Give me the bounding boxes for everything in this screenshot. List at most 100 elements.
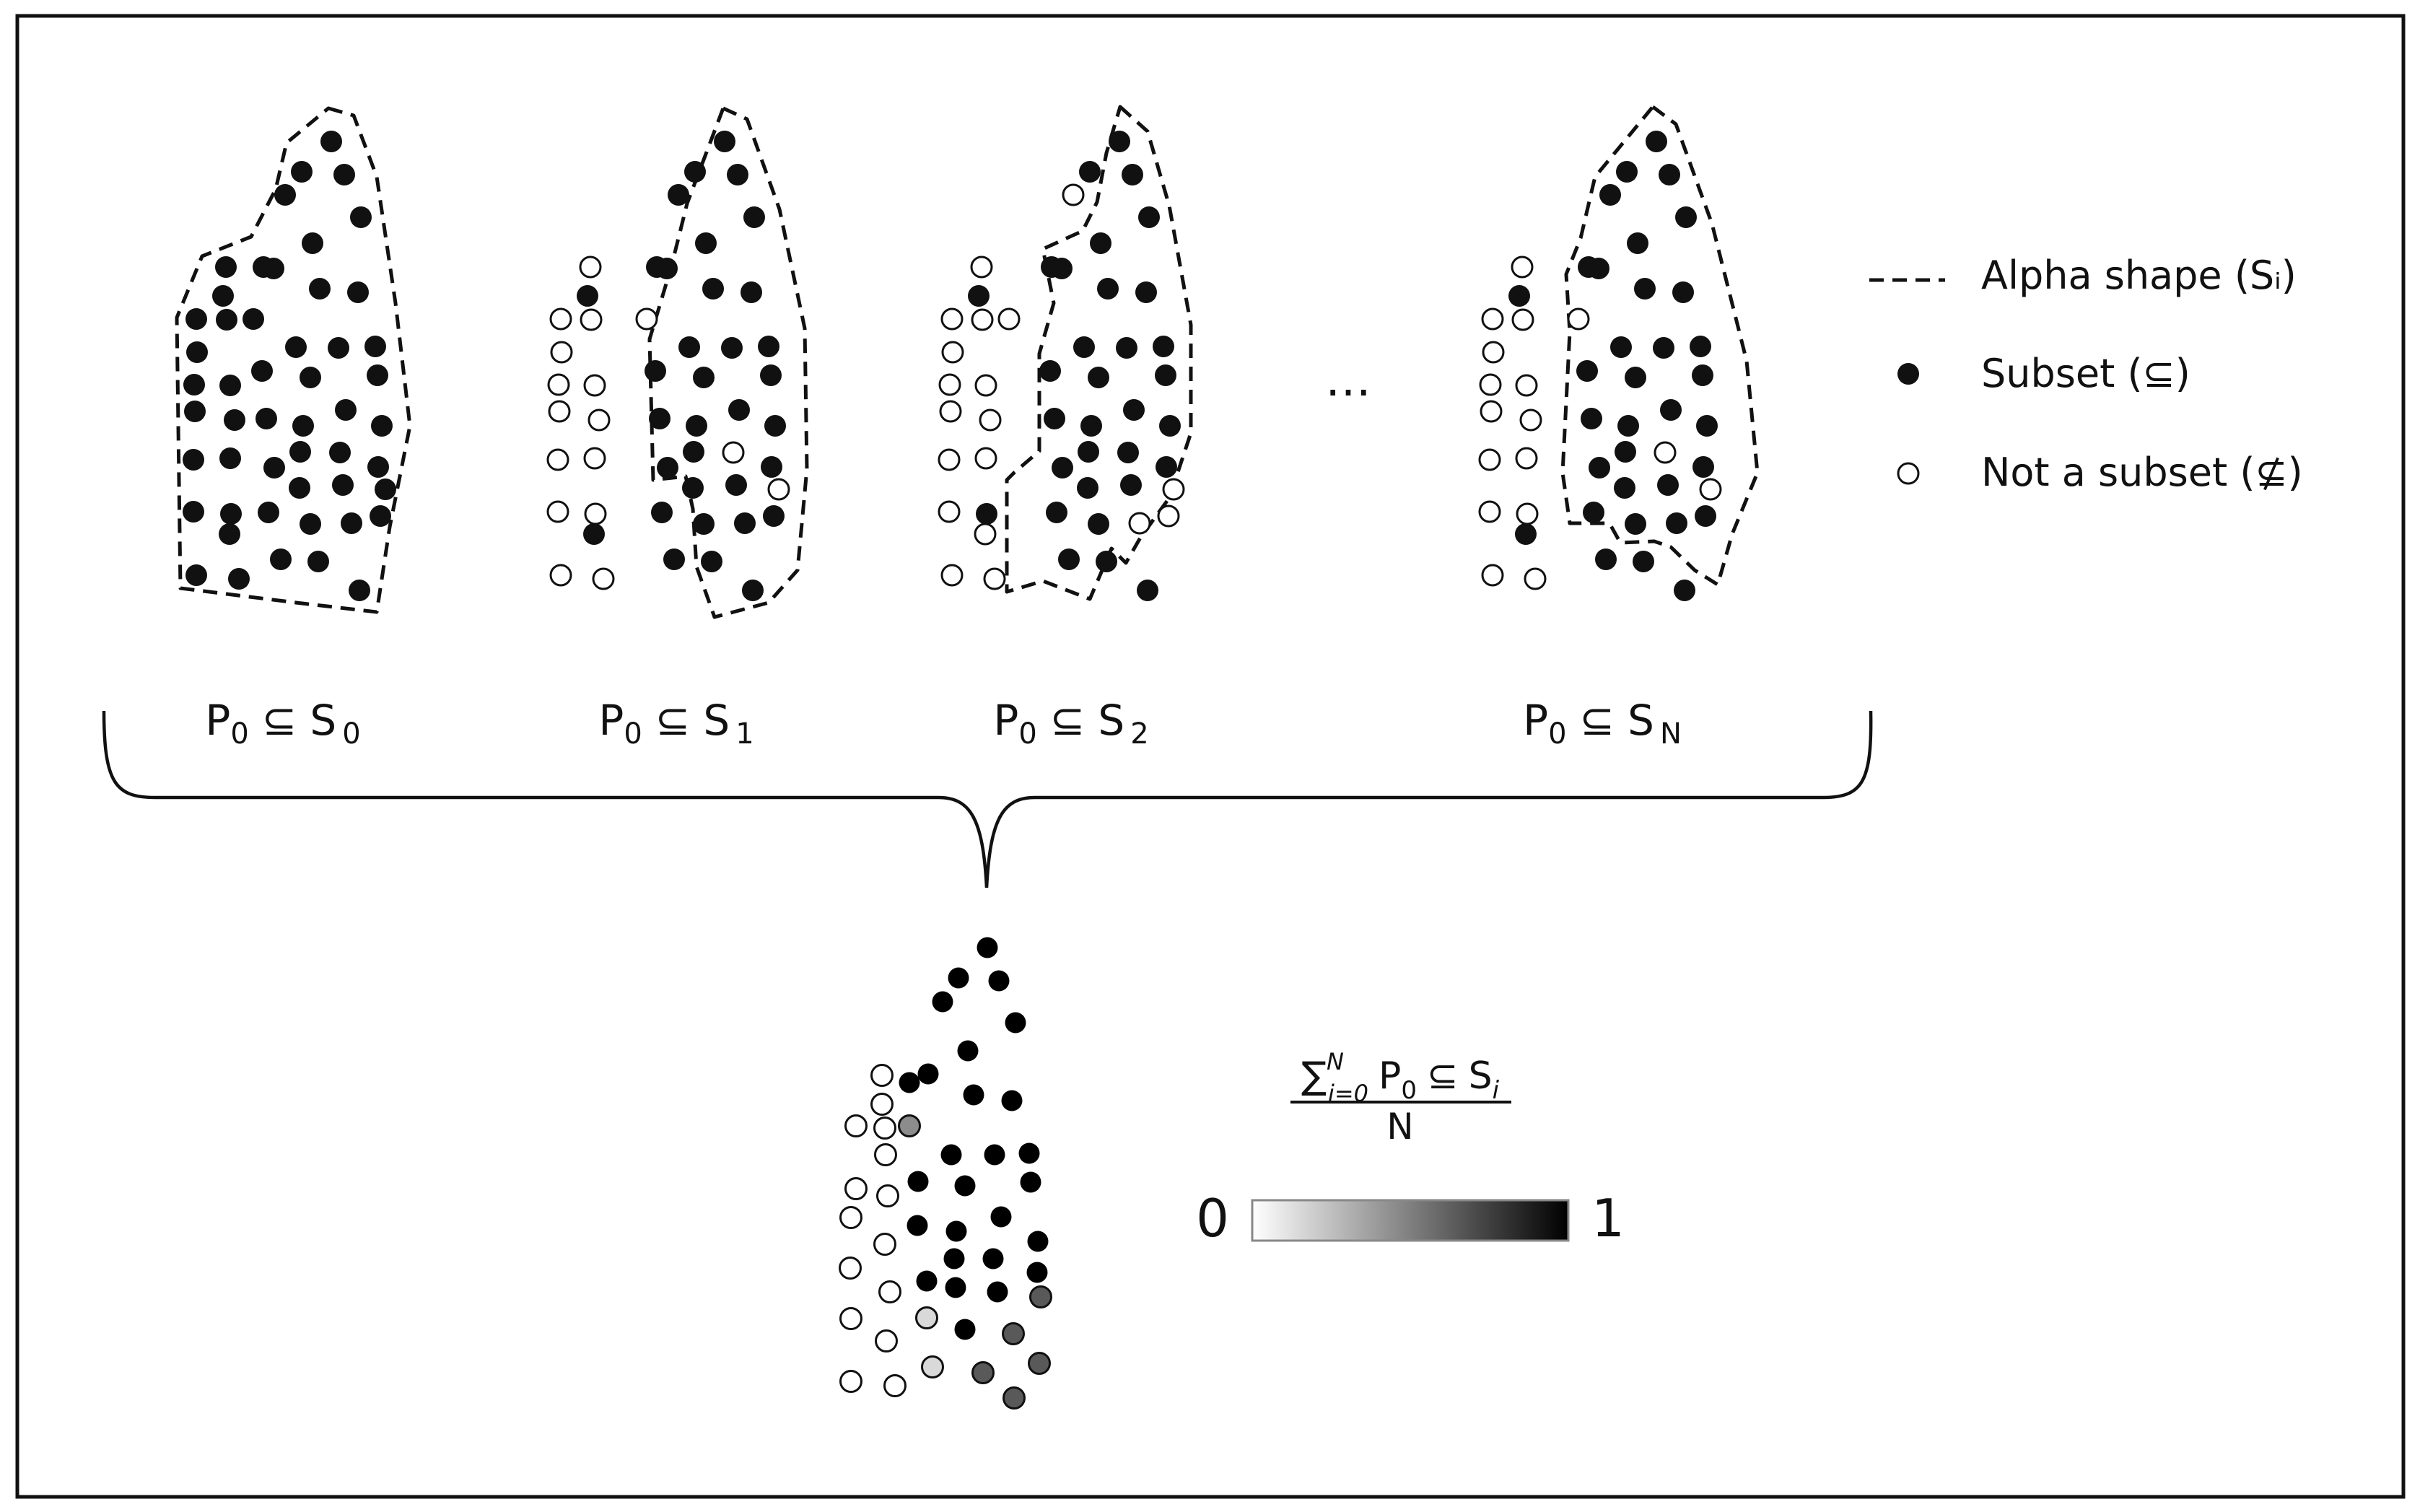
result-point xyxy=(1018,1142,1040,1164)
subset-point xyxy=(1617,415,1639,437)
subset-point xyxy=(320,131,342,152)
alpha-shape-outline xyxy=(647,106,809,619)
subset-point xyxy=(686,415,707,437)
subset-point xyxy=(760,364,782,386)
panel-sn xyxy=(1478,105,1760,601)
subset-point xyxy=(1155,364,1176,386)
subset-point xyxy=(1695,505,1716,527)
subset-point xyxy=(727,164,748,185)
subset-point xyxy=(375,478,396,500)
result-point xyxy=(987,1281,1008,1303)
not-subset-point xyxy=(1162,478,1185,501)
subset-point xyxy=(1614,477,1635,499)
not-subset-point xyxy=(580,308,603,331)
subset-point xyxy=(1080,415,1102,437)
not-subset-point xyxy=(997,307,1021,331)
subset-point xyxy=(741,281,762,303)
subset-point xyxy=(1109,131,1130,152)
subset-point xyxy=(1138,206,1160,228)
subset-point xyxy=(1610,336,1632,358)
subset-point xyxy=(1117,442,1139,463)
not-subset-point xyxy=(1479,373,1502,396)
result-point xyxy=(1001,1090,1023,1111)
result-point-cloud xyxy=(839,937,1052,1410)
not-subset-point xyxy=(938,373,961,396)
legend-not-subset-label: Not a subset (⊈) xyxy=(1981,450,2303,495)
result-point xyxy=(921,1355,944,1378)
subset-point xyxy=(1097,278,1119,300)
not-subset-point xyxy=(974,447,997,470)
result-point xyxy=(873,1116,896,1140)
subset-point xyxy=(1615,441,1636,463)
legend-subset-label: Subset (⊆) xyxy=(1981,351,2190,396)
subset-point xyxy=(263,258,284,279)
not-subset-point xyxy=(938,448,961,471)
not-subset-point xyxy=(1062,183,1085,206)
result-point xyxy=(873,1233,896,1256)
subset-point xyxy=(220,503,242,525)
subset-point xyxy=(183,374,205,396)
subset-point xyxy=(1039,360,1061,382)
subset-point xyxy=(1508,285,1530,307)
subset-point xyxy=(1073,336,1095,358)
subset-point xyxy=(1058,549,1080,570)
not-subset-point xyxy=(550,341,573,364)
not-subset-point xyxy=(1567,307,1590,331)
subset-point xyxy=(693,367,715,388)
subset-point xyxy=(1588,258,1609,279)
subset-point xyxy=(300,367,321,388)
subset-point xyxy=(219,523,240,545)
subset-point xyxy=(1077,477,1098,499)
subset-point xyxy=(1123,399,1145,421)
not-subset-point xyxy=(546,500,569,523)
result-point xyxy=(948,967,969,989)
result-point xyxy=(954,1175,976,1197)
not-subset-point xyxy=(1481,564,1504,587)
subset-point xyxy=(1090,232,1111,254)
subset-point xyxy=(185,564,207,586)
subset-point xyxy=(702,278,724,300)
not-subset-point xyxy=(583,374,606,397)
subset-point xyxy=(347,281,369,303)
subset-point xyxy=(734,512,756,534)
result-point xyxy=(1002,1386,1026,1410)
subset-point xyxy=(1692,364,1713,386)
subset-point xyxy=(701,551,722,572)
subset-point xyxy=(1156,456,1177,478)
subset-point xyxy=(270,549,292,570)
result-point xyxy=(971,1361,995,1384)
subset-point xyxy=(1696,415,1718,437)
subset-point xyxy=(1595,549,1617,570)
subset-point xyxy=(1135,281,1157,303)
subset-point xyxy=(764,415,786,437)
subset-point xyxy=(212,285,234,307)
subset-point xyxy=(258,502,279,523)
subset-point xyxy=(1096,551,1117,572)
subset-point xyxy=(1666,512,1687,534)
not-subset-point xyxy=(767,478,790,501)
subset-point xyxy=(725,474,747,496)
result-point xyxy=(899,1072,920,1093)
not-subset-point xyxy=(1654,441,1677,464)
panel-s2 xyxy=(938,105,1193,601)
subset-point xyxy=(1657,474,1679,496)
result-point xyxy=(1005,1012,1026,1034)
result-point xyxy=(963,1084,984,1106)
not-subset-point xyxy=(983,567,1006,590)
subset-point xyxy=(761,456,782,478)
subset-point xyxy=(289,441,311,463)
subset-point xyxy=(645,360,666,382)
subset-point xyxy=(657,457,678,478)
subset-point xyxy=(1634,278,1656,300)
subset-point xyxy=(683,441,704,463)
subset-point xyxy=(1625,513,1646,535)
subset-point xyxy=(1659,164,1680,185)
subset-point xyxy=(678,336,700,358)
subset-point xyxy=(263,457,285,478)
subset-point xyxy=(364,336,386,357)
subset-point xyxy=(1052,457,1073,478)
figure-border xyxy=(15,14,2406,1499)
